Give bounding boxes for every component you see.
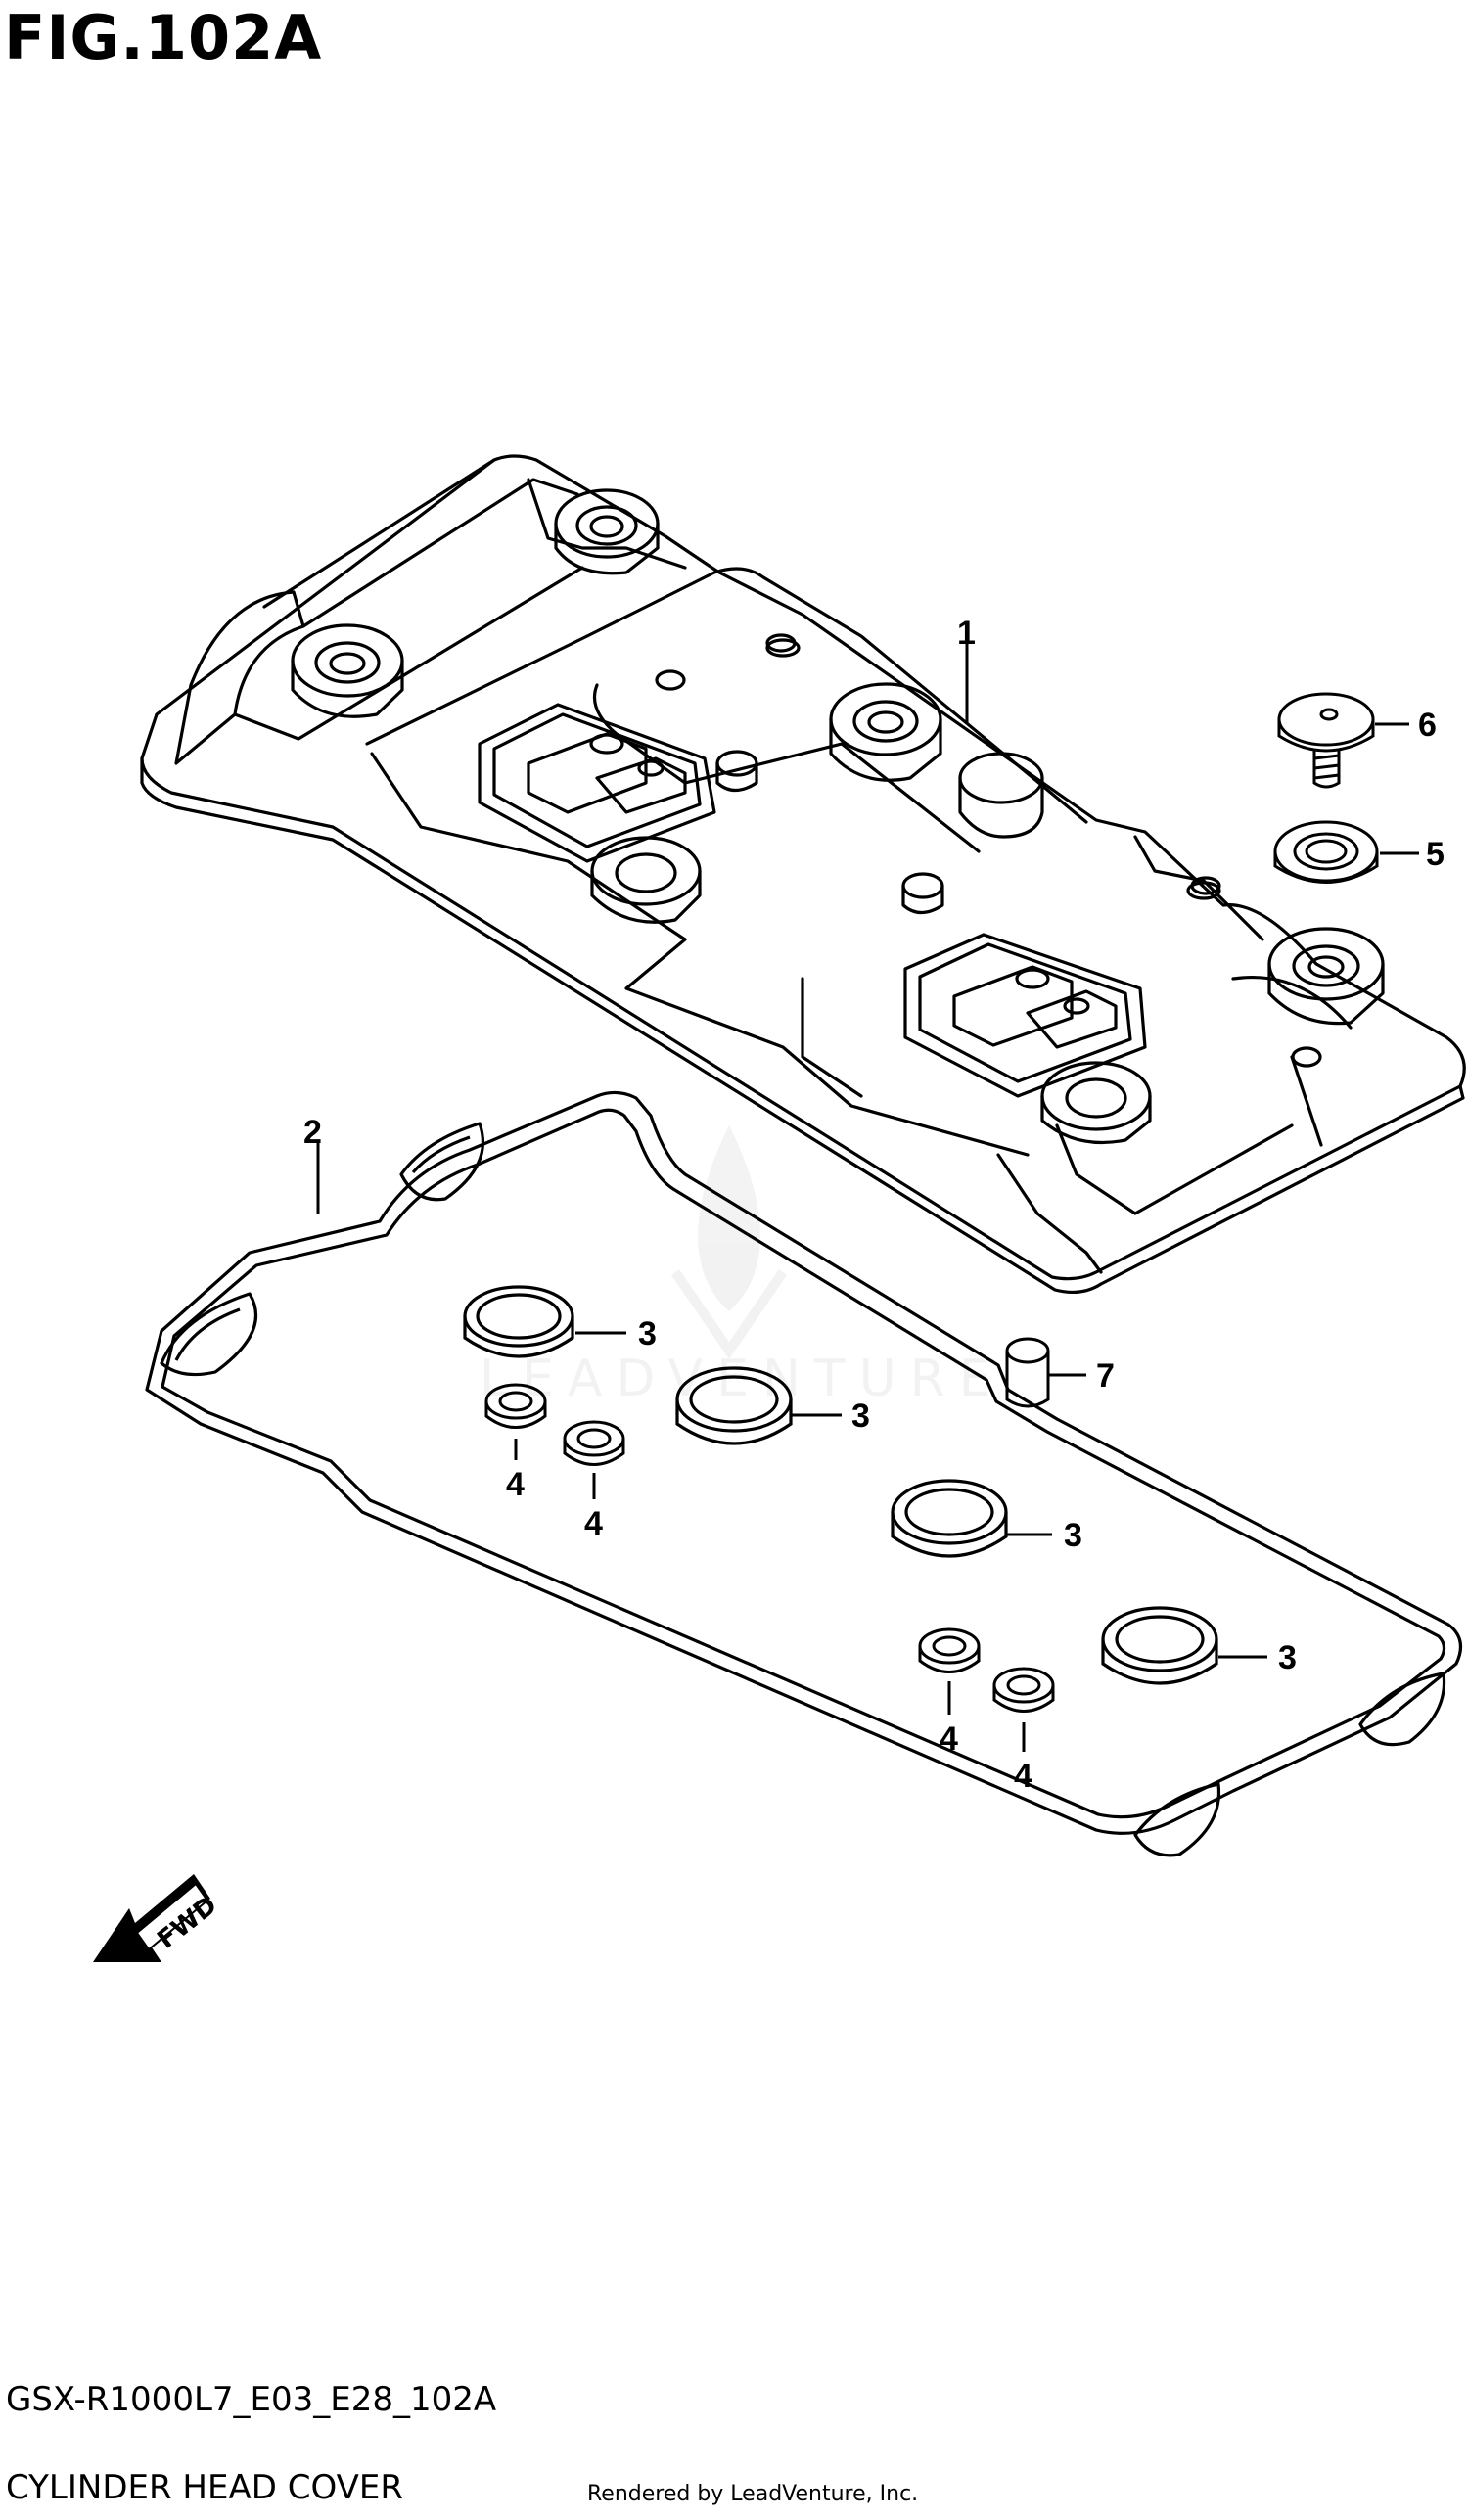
callout-4: 4 xyxy=(940,1720,958,1758)
callout-4: 4 xyxy=(584,1505,603,1542)
bolt-seal[interactable] xyxy=(918,1627,981,1673)
coil-pocket xyxy=(478,703,716,863)
coil-pocket xyxy=(903,933,1147,1098)
oil-filler-cap xyxy=(958,752,1044,839)
plug-hole-seal[interactable] xyxy=(675,1366,793,1445)
callout-3: 3 xyxy=(638,1315,657,1352)
bolt-seal[interactable] xyxy=(563,1420,625,1466)
dowel-pin[interactable] xyxy=(1005,1337,1050,1408)
bolt-boss xyxy=(1040,1061,1152,1144)
figure-title: FIG.102A xyxy=(4,2,323,73)
plug-hole-seal[interactable] xyxy=(463,1285,574,1358)
callout-7: 7 xyxy=(1096,1357,1115,1395)
callout-2: 2 xyxy=(303,1114,322,1151)
diagram-code: GSX-R1000L7_E03_E28_102A xyxy=(6,2380,497,2419)
callout-labels: 1 2 3 3 3 3 4 4 4 4 5 6 7 xyxy=(303,615,1445,1795)
bolt-seal[interactable] xyxy=(484,1383,547,1429)
plug-hole-seal[interactable] xyxy=(1101,1606,1218,1685)
bolt-boss xyxy=(1267,927,1385,1026)
render-credit: Rendered by LeadVenture, Inc. xyxy=(587,2482,919,2506)
bolt-boss xyxy=(590,836,702,924)
callout-3: 3 xyxy=(851,1397,870,1435)
watermark: LEADVENTURE xyxy=(480,1125,1005,1408)
forward-direction-arrow: FWD xyxy=(93,1874,223,1962)
cylinder-head-cover[interactable] xyxy=(140,454,1466,1295)
bolt-boss xyxy=(829,682,942,782)
watermark-text: LEADVENTURE xyxy=(480,1350,1005,1408)
bolt-boss xyxy=(291,623,404,718)
sealing-washer[interactable] xyxy=(1273,820,1379,884)
callout-4: 4 xyxy=(1014,1758,1032,1795)
callout-1: 1 xyxy=(957,615,976,652)
leader-lines xyxy=(316,641,1419,1752)
callout-6: 6 xyxy=(1418,707,1437,744)
callout-3: 3 xyxy=(1278,1639,1297,1676)
callout-3: 3 xyxy=(1064,1517,1082,1554)
bolt-seal[interactable] xyxy=(992,1667,1055,1713)
callout-4: 4 xyxy=(506,1466,525,1503)
diagram-name: CYLINDER HEAD COVER xyxy=(6,2468,403,2507)
cover-bolt[interactable] xyxy=(1277,692,1375,789)
cylinder-head-cover-gasket[interactable] xyxy=(145,1090,1463,1857)
bolt-boss xyxy=(554,488,660,575)
plug-hole-seal[interactable] xyxy=(891,1479,1008,1558)
callout-5: 5 xyxy=(1426,836,1445,873)
